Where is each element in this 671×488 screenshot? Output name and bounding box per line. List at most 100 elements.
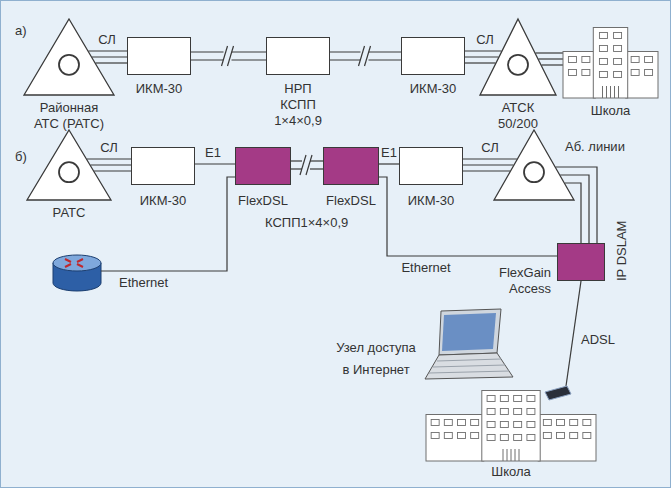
exchange-triangle: Районная АТС (РАТС) — [23, 18, 115, 96]
school-window — [557, 420, 565, 426]
exchange-triangle: Аб. линии — [493, 129, 575, 201]
school-window — [457, 420, 465, 426]
connector-line — [306, 155, 312, 175]
school-building: Школа — [426, 386, 596, 461]
node-label: КСПП 1×4×0,9 — [263, 97, 333, 129]
school-window — [514, 422, 522, 428]
node-label: IP DSLAM — [614, 221, 630, 281]
connector — [463, 159, 517, 171]
school-window — [614, 72, 622, 78]
school-window — [527, 409, 535, 415]
connector-line — [300, 155, 306, 175]
school-window — [471, 420, 479, 426]
mux-box: НРПКСПП 1×4×0,9 — [266, 37, 330, 75]
panel-letter: а) — [15, 23, 27, 39]
school-window — [543, 420, 551, 426]
school-door — [519, 449, 520, 461]
school-window — [614, 59, 622, 65]
node-shape — [266, 37, 330, 75]
connector-line — [463, 158, 517, 159]
node-shape — [23, 18, 115, 96]
school-window — [631, 70, 639, 76]
node-label: НРП — [248, 81, 348, 97]
school-window — [514, 435, 522, 441]
school-building: Школа — [563, 23, 658, 98]
laptop-keys — [429, 359, 509, 373]
exchange-circle — [59, 162, 79, 182]
school-window — [614, 33, 622, 39]
triangle-outline — [480, 19, 556, 95]
school-window — [487, 396, 495, 402]
school-block — [426, 415, 484, 462]
node-caption: Узел доступа в Интернет — [331, 337, 421, 381]
school-window — [500, 396, 508, 402]
node-shape — [563, 23, 658, 98]
school-window — [631, 57, 639, 63]
connector-line — [463, 170, 510, 171]
node-label: Школа — [426, 464, 596, 480]
connector-line — [91, 164, 132, 165]
laptop-icon — [425, 309, 513, 379]
school-door — [614, 86, 615, 98]
node-label: ИКМ-30 — [381, 193, 481, 209]
school-window — [582, 57, 590, 63]
connector — [330, 46, 401, 66]
connector-line — [359, 46, 365, 66]
school-window — [527, 435, 535, 441]
school-window — [500, 422, 508, 428]
school-window — [514, 396, 522, 402]
connector-line — [465, 50, 502, 51]
router-icon — [53, 255, 101, 291]
school-window — [557, 433, 565, 439]
connector — [379, 164, 399, 165]
school-window — [431, 433, 439, 439]
school-window — [444, 433, 452, 439]
node-label: Районная АТС (РАТС) — [27, 100, 111, 132]
connector-line — [92, 56, 127, 57]
triangle-outline — [494, 130, 574, 200]
node-label: Аб. линии — [565, 139, 625, 155]
school-door — [610, 86, 611, 98]
school-window — [570, 433, 578, 439]
flexdsl-box: FlexGain AccessIP DSLAM — [557, 243, 605, 281]
connector — [87, 159, 131, 171]
connector — [191, 46, 266, 66]
connector-line — [96, 62, 128, 63]
node-label: АТСК 50/200 — [488, 100, 548, 132]
connector-line — [465, 56, 499, 57]
mux-box: ИКМ-30 — [401, 37, 465, 75]
connector-line — [465, 62, 496, 63]
school-window — [614, 46, 622, 52]
node-shape — [426, 386, 596, 461]
school-door — [503, 449, 504, 461]
school-window — [471, 433, 479, 439]
node-label: Школа — [563, 103, 658, 119]
school-window — [582, 70, 590, 76]
connector-line — [195, 163, 235, 164]
exchange-circle — [508, 55, 528, 75]
node-shape — [235, 147, 291, 185]
connector-line — [87, 158, 131, 159]
school-block — [626, 52, 658, 99]
school-window — [527, 396, 535, 402]
mux-box: ИКМ-30 — [131, 147, 195, 185]
box-outline — [324, 148, 379, 185]
school-window — [599, 59, 607, 65]
connector-label: E1 — [203, 145, 223, 160]
school-window — [599, 33, 607, 39]
school-window — [583, 433, 591, 439]
node-label: ИКМ-30 — [113, 193, 213, 209]
school-window — [431, 420, 439, 426]
school-window — [500, 409, 508, 415]
triangle-outline — [24, 19, 114, 95]
school-window — [568, 70, 576, 76]
node-label: FlexDSL — [301, 193, 401, 209]
node-label: FlexDSL — [213, 193, 313, 209]
adsl-modem — [545, 386, 571, 400]
school-window — [500, 435, 508, 441]
school-block — [563, 52, 595, 99]
school-window — [487, 409, 495, 415]
node-shape — [399, 147, 463, 185]
laptop-keyboard — [425, 353, 513, 379]
